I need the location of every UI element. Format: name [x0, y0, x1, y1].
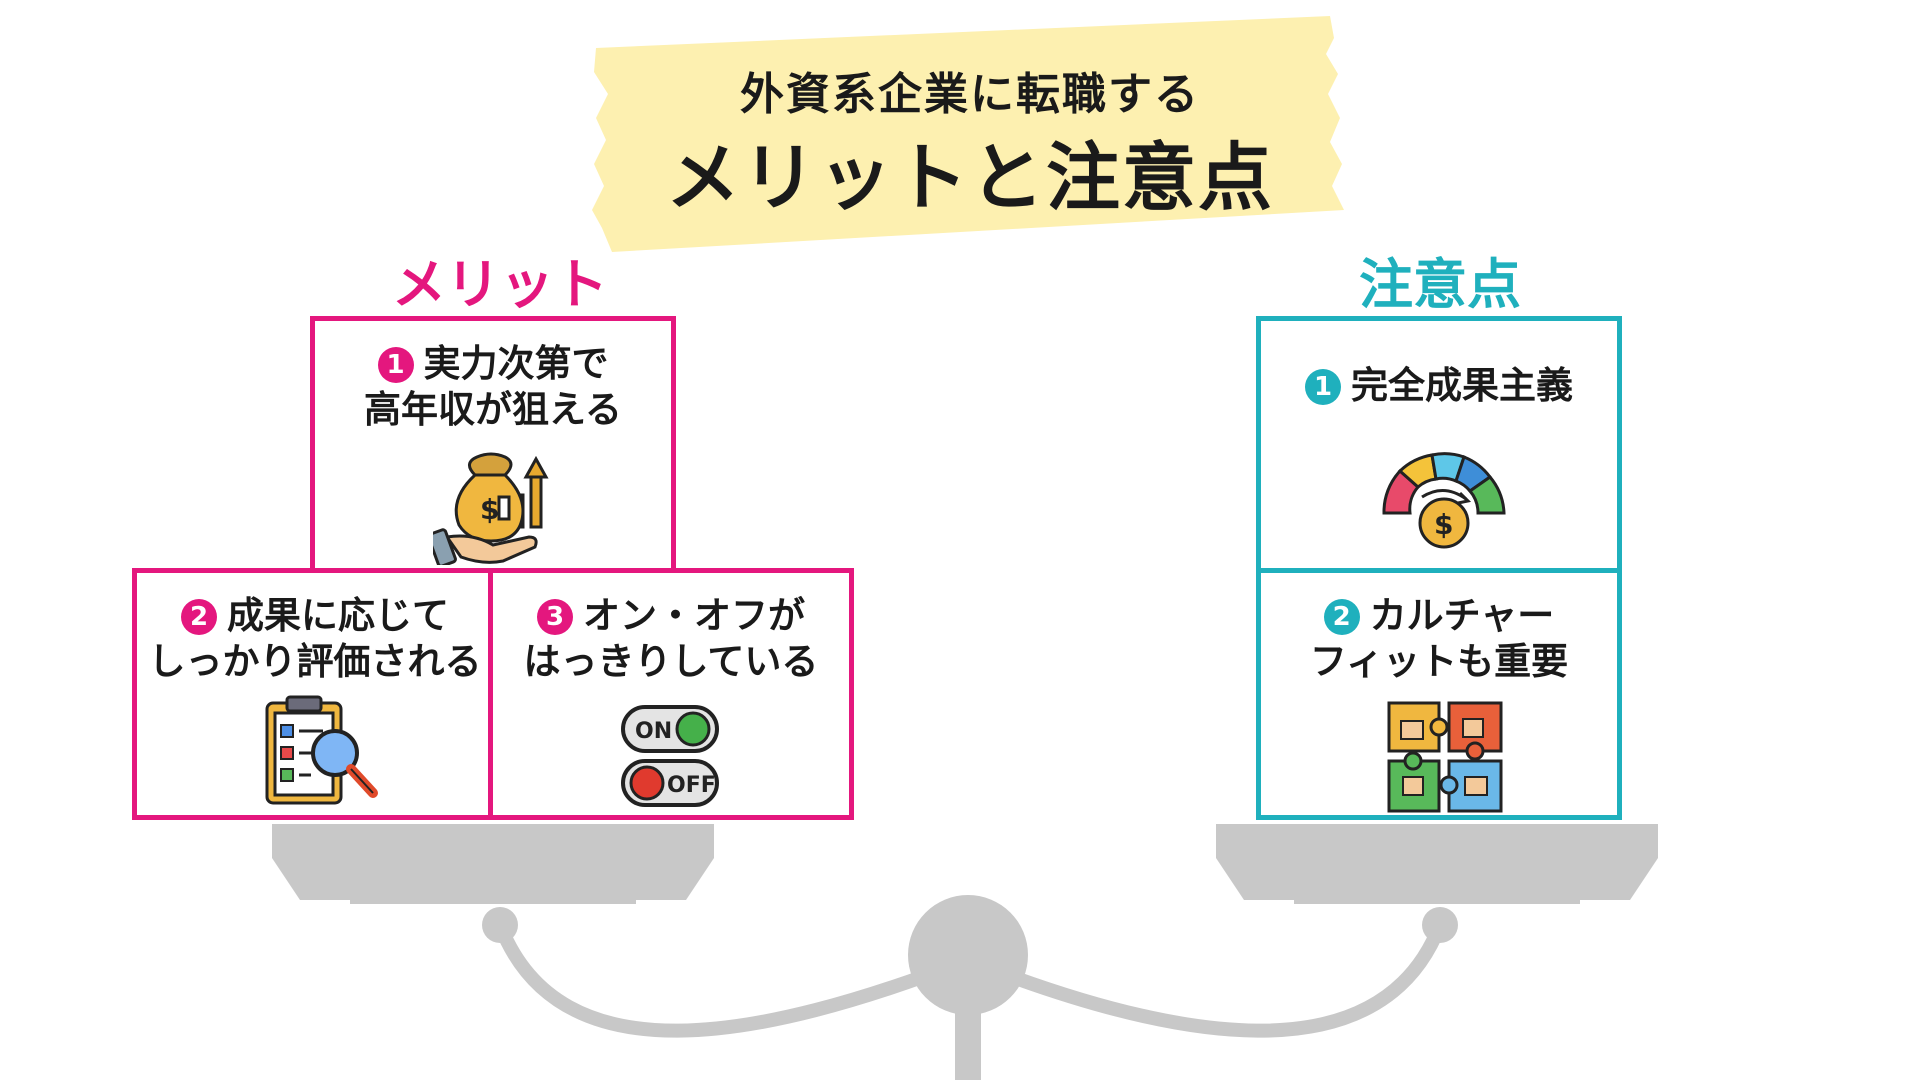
- merit-card-3: 3 オン・オフが はっきりしている ON OFF: [488, 568, 854, 820]
- caution-text-line2: フィットも重要: [1309, 640, 1569, 683]
- merit-text-line2: 高年収が狙える: [364, 388, 622, 431]
- performance-gauge-icon: $: [1382, 452, 1506, 549]
- merit-text-line2: はっきりしている: [523, 640, 819, 683]
- caution-card-1: 1 完全成果主義 $: [1256, 316, 1622, 578]
- on-off-switch-icon: ON OFF: [621, 705, 719, 807]
- caution-text-line1: カルチャー: [1369, 594, 1555, 637]
- caution-number-badge: 1: [1305, 369, 1341, 405]
- title-main: メリットと注意点: [666, 135, 1274, 221]
- money-bag-hand-icon: $: [433, 452, 549, 565]
- merit-number-badge: 1: [377, 347, 414, 383]
- puzzle-hands-icon: [1387, 701, 1503, 813]
- title-tape-background: [592, 16, 1344, 252]
- svg-text:$: $: [480, 493, 499, 526]
- merit-number-badge: 3: [537, 599, 573, 635]
- caution-text-line1: 完全成果主義: [1351, 364, 1573, 407]
- switch-off-label: OFF: [667, 773, 716, 798]
- cautions-heading: 注意点: [1359, 253, 1521, 316]
- svg-text:$: $: [1434, 508, 1453, 541]
- merit-text-line2: しっかり評価される: [148, 640, 482, 683]
- title-subtitle: 外資系企業に転職する: [740, 69, 1200, 120]
- merit-number-badge: 2: [181, 599, 217, 635]
- merit-card-2: 2 成果に応じて しっかり評価される: [132, 568, 498, 820]
- merits-heading: メリット: [392, 253, 608, 316]
- clipboard-magnifier-icon: [265, 695, 378, 805]
- merit-text-line1: 実力次第で: [423, 342, 609, 385]
- caution-number-badge: 2: [1323, 599, 1360, 635]
- merit-text-line1: オン・オフが: [583, 594, 805, 637]
- switch-on-label: ON: [635, 719, 672, 744]
- merit-text-line1: 成果に応じて: [227, 594, 449, 637]
